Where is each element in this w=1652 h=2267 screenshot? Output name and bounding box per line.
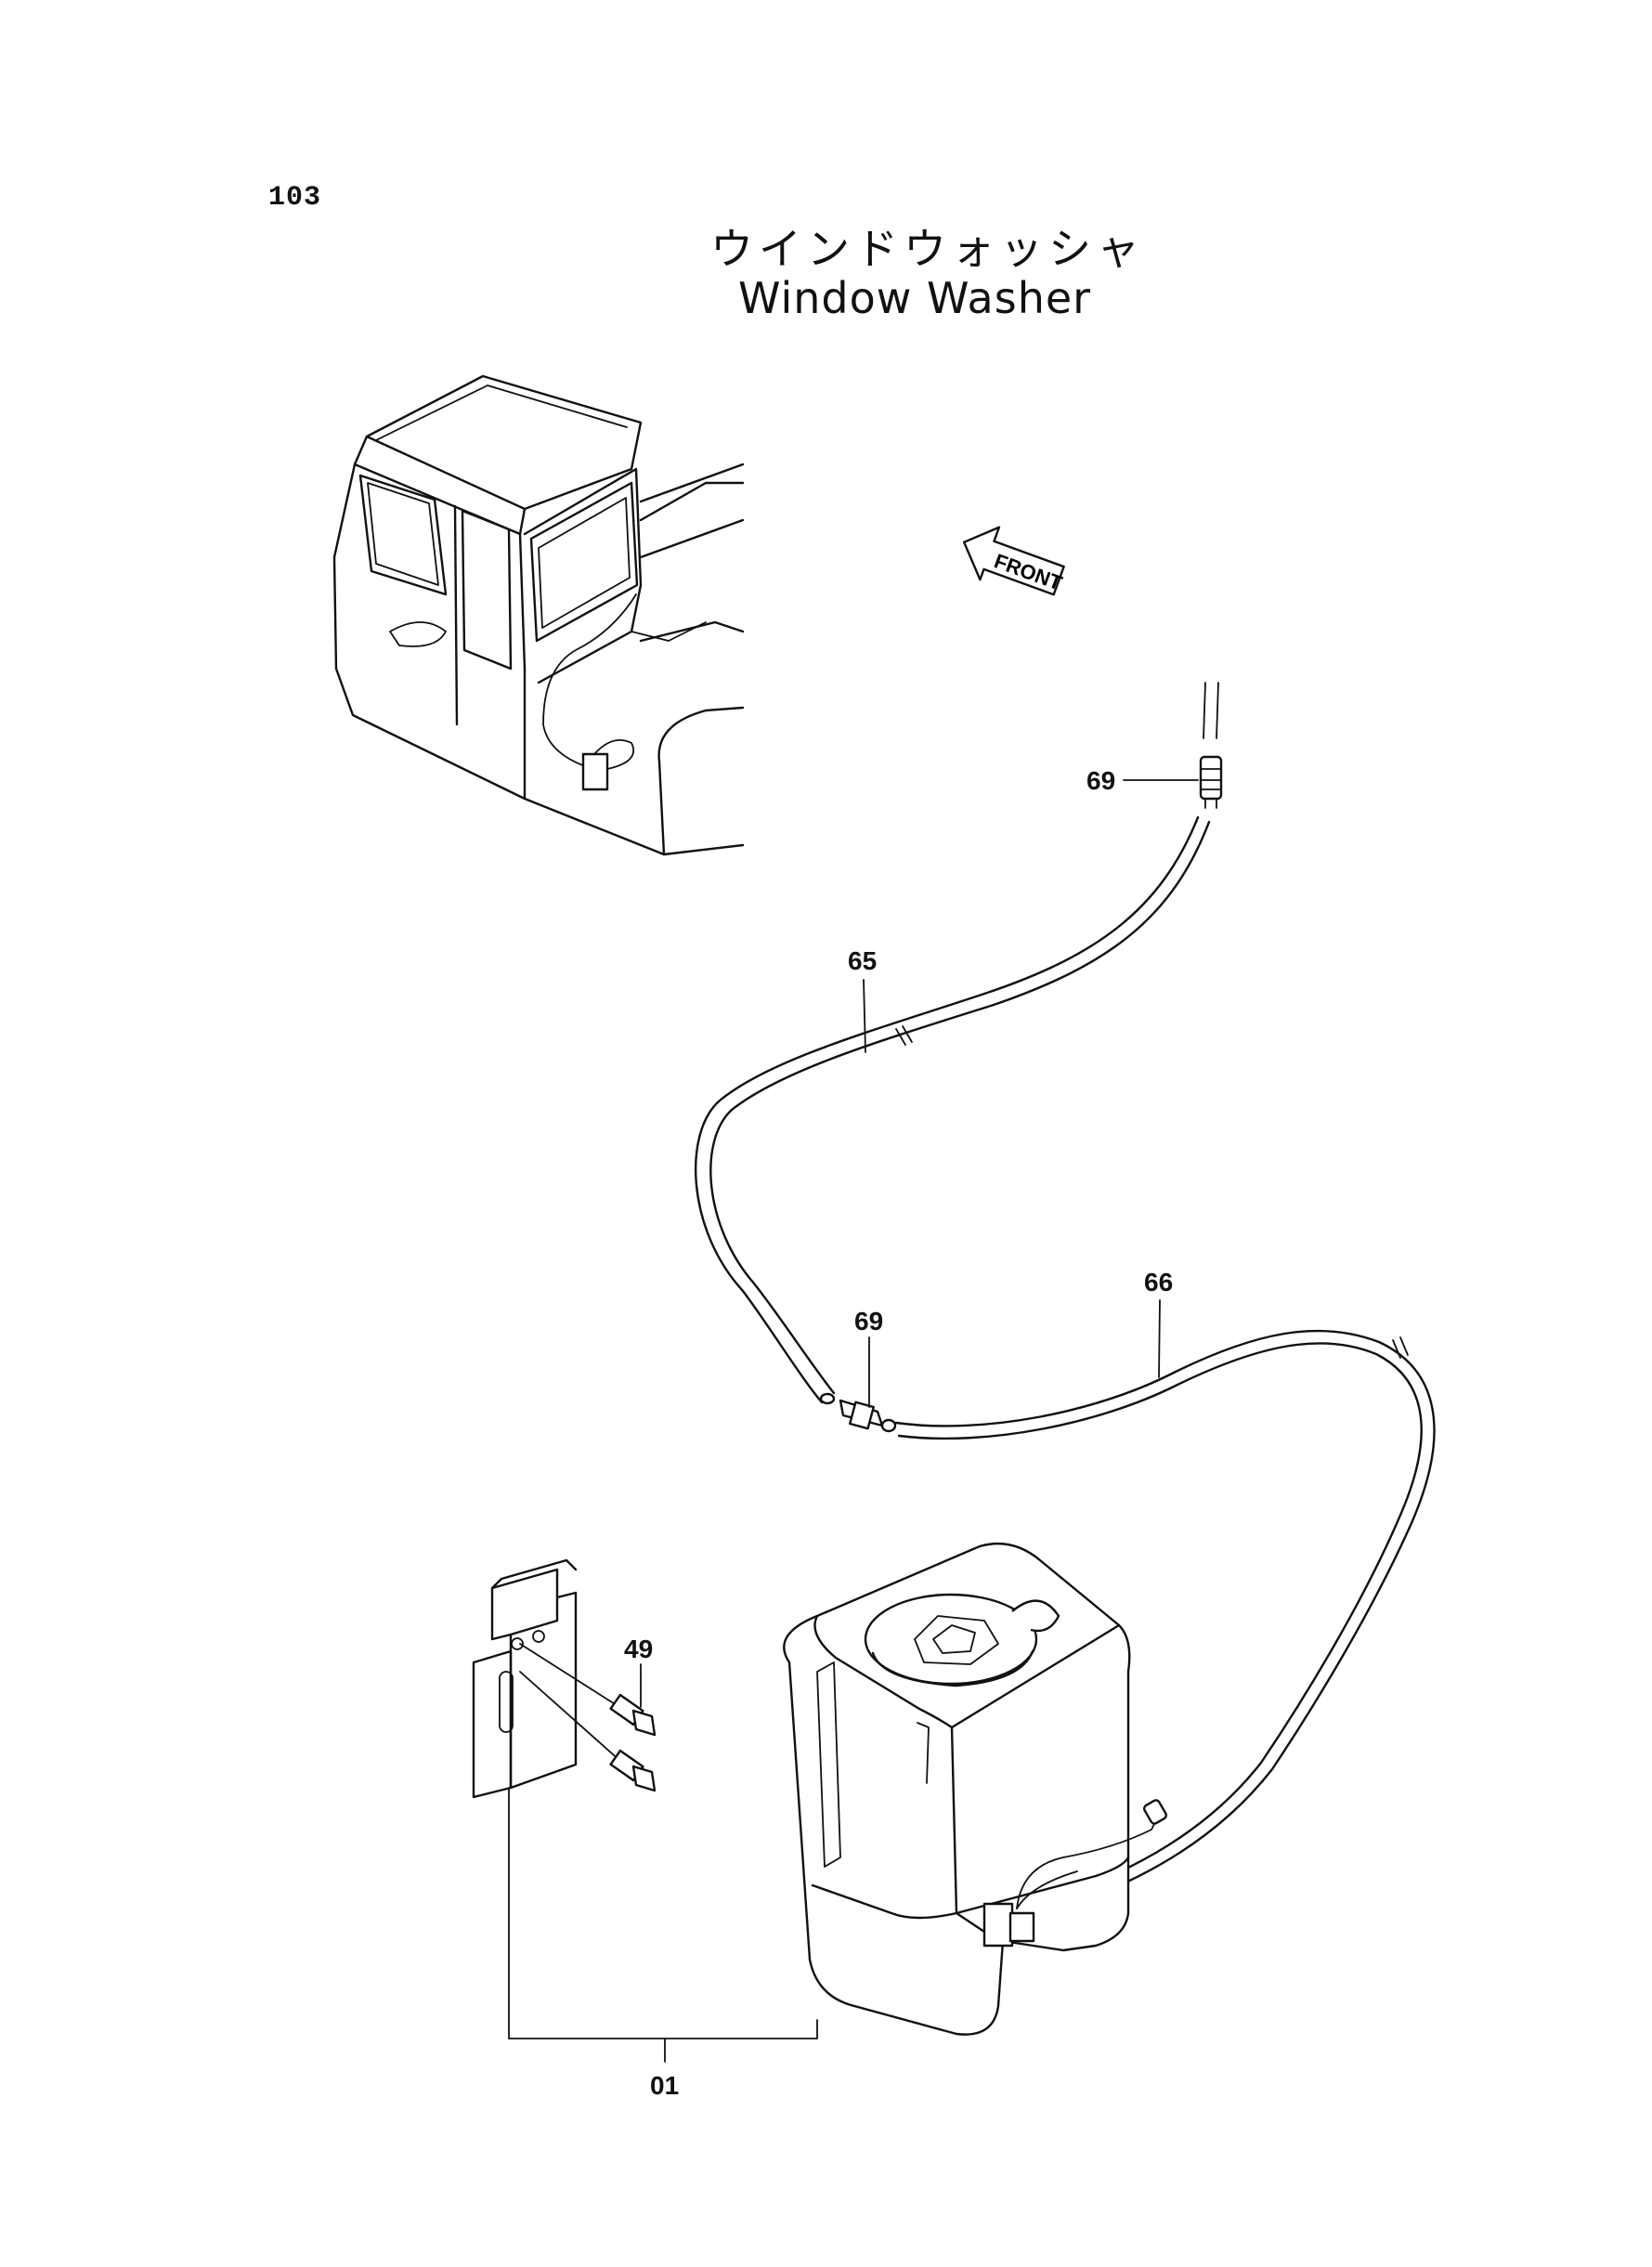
washer-tank xyxy=(783,1543,1168,2036)
callout-49: 49 xyxy=(624,1635,653,1663)
callout-01: 01 xyxy=(650,2071,679,2100)
assembly-bracket-01 xyxy=(508,1787,818,2063)
front-direction-arrow: FRONT xyxy=(962,526,1066,596)
callout-69-top: 69 xyxy=(1086,766,1115,795)
top-pipe xyxy=(1203,682,1219,739)
mounting-bracket xyxy=(472,1558,578,1799)
callout-65: 65 xyxy=(848,946,877,975)
title-japanese: ウインドウォッシャ xyxy=(710,224,1145,274)
bolts-49 xyxy=(519,1643,657,1792)
joint-fitting-69-mid xyxy=(839,1399,897,1433)
hose-65 xyxy=(694,815,1211,1405)
callout-69-mid: 69 xyxy=(854,1307,883,1335)
page-number: 103 xyxy=(268,182,322,214)
callout-66: 66 xyxy=(1144,1268,1173,1296)
leader-65 xyxy=(863,979,866,1053)
leader-66 xyxy=(1158,1299,1161,1378)
excavator-cab-illustration xyxy=(332,374,745,856)
title-english: Window Washer xyxy=(738,273,1092,323)
joint-fitting-69-top xyxy=(1199,755,1223,809)
